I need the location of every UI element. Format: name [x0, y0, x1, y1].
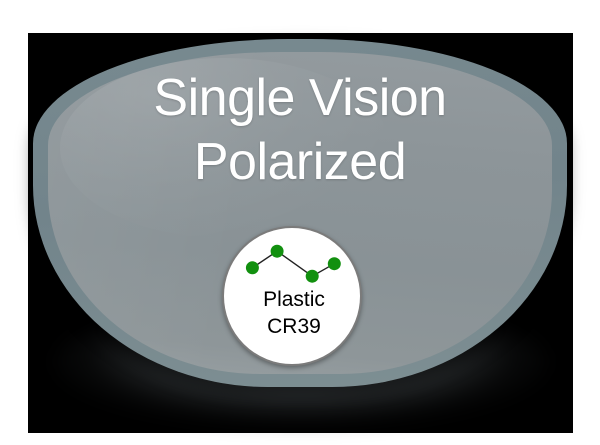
chart-point-1 [270, 244, 284, 258]
material-badge[interactable]: Plastic CR39 [222, 226, 362, 366]
lens-title-line-2: Polarized [193, 133, 407, 191]
badge-text-block: Plastic CR39 [224, 286, 364, 341]
chart-markers [245, 244, 341, 283]
chart-point-2 [305, 269, 319, 283]
lens-title-block: Single Vision Polarized [48, 72, 552, 188]
chart-point-0 [245, 261, 259, 275]
badge-material-code: CR39 [267, 315, 321, 339]
badge-material-label: Plastic [263, 288, 325, 311]
chart-line [252, 250, 335, 278]
lens-title-line-1: Single Vision [153, 69, 447, 127]
chart-point-3 [327, 257, 341, 271]
line-chart-icon [245, 244, 341, 283]
